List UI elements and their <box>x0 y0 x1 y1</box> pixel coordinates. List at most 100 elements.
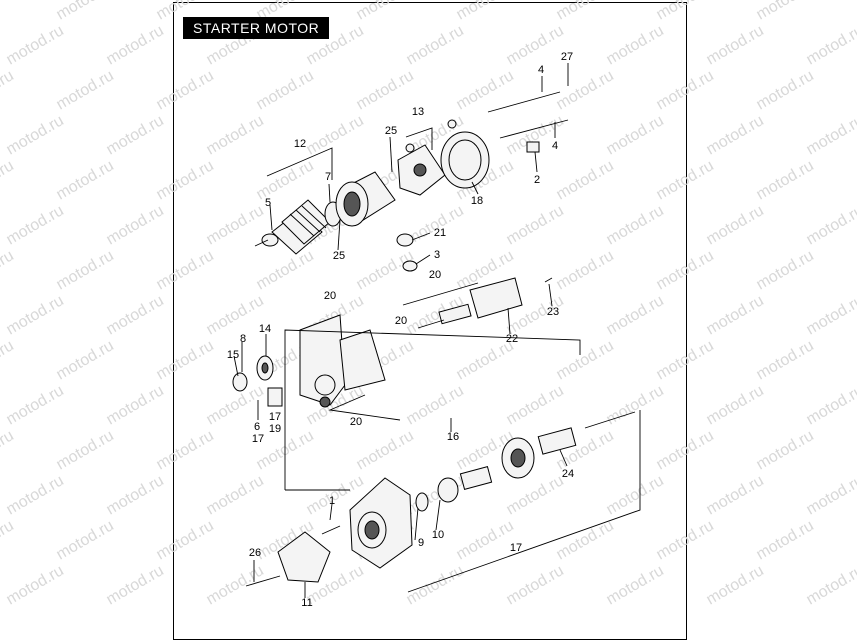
watermark-text: motod.ru <box>354 67 417 113</box>
callout-11: 11 <box>301 597 312 609</box>
watermark-text: motod.ru <box>254 247 317 293</box>
callout-23: 23 <box>547 306 559 318</box>
watermark-text: motod.ru <box>0 517 17 563</box>
watermark-text: motod.ru <box>654 247 717 293</box>
watermark-text: motod.ru <box>604 22 667 68</box>
watermark-text: motod.ru <box>754 0 817 23</box>
watermark-text: motod.ru <box>704 202 767 248</box>
diagram-frame <box>173 2 687 640</box>
field-frame <box>335 171 396 227</box>
watermark-text: motod.ru <box>804 472 857 518</box>
watermark-text: motod.ru <box>704 22 767 68</box>
watermark-text: motod.ru <box>804 562 857 608</box>
watermark-text: motod.ru <box>154 67 217 113</box>
watermark-text: motod.ru <box>654 67 717 113</box>
watermark-text: motod.ru <box>654 337 717 383</box>
watermark-text: motod.ru <box>54 517 117 563</box>
watermark-text: motod.ru <box>654 157 717 203</box>
watermark-text: motod.ru <box>0 247 17 293</box>
drive-spring <box>537 427 577 455</box>
watermark-text: motod.ru <box>654 0 717 23</box>
watermark-text: motod.ru <box>154 157 217 203</box>
watermark-text: motod.ru <box>0 67 17 113</box>
watermark-text: motod.ru <box>754 337 817 383</box>
watermark-text: motod.ru <box>104 562 167 608</box>
watermark-text: motod.ru <box>254 157 317 203</box>
end-cap <box>440 119 490 189</box>
watermark-text: motod.ru <box>604 292 667 338</box>
callout-21: 21 <box>434 227 446 239</box>
watermark-text: motod.ru <box>4 382 67 428</box>
callout-17-a: 17 <box>269 411 281 423</box>
callout-17-b: 17 <box>252 433 264 445</box>
watermark-text: motod.ru <box>704 382 767 428</box>
watermark-text: motod.ru <box>4 472 67 518</box>
watermark-text: motod.ru <box>254 67 317 113</box>
watermark-text: motod.ru <box>504 22 567 68</box>
callout-26: 26 <box>249 547 261 559</box>
watermark-text: motod.ru <box>304 112 367 158</box>
watermark-text: motod.ru <box>504 562 567 608</box>
watermark-text: motod.ru <box>554 517 617 563</box>
callout-20-b: 20 <box>324 290 336 302</box>
watermark-text: motod.ru <box>0 427 17 473</box>
watermark-text: motod.ru <box>754 517 817 563</box>
group-bracket-20 <box>402 282 479 306</box>
watermark-text: motod.ru <box>204 472 267 518</box>
watermark-text: motod.ru <box>54 0 117 23</box>
watermark-text: motod.ru <box>604 562 667 608</box>
diagram-title: STARTER MOTOR <box>183 17 330 39</box>
watermark-text: motod.ru <box>704 112 767 158</box>
watermark-text: motod.ru <box>104 22 167 68</box>
watermark-text: motod.ru <box>204 562 267 608</box>
watermark-text: motod.ru <box>504 472 567 518</box>
callout-16: 16 <box>447 431 459 443</box>
watermark-text: motod.ru <box>154 517 217 563</box>
watermark-text: motod.ru <box>0 337 17 383</box>
callout-27: 27 <box>561 51 573 63</box>
watermark-text: motod.ru <box>804 112 857 158</box>
callout-5: 5 <box>265 197 271 209</box>
watermark-text: motod.ru <box>154 247 217 293</box>
callout-24: 24 <box>562 468 574 480</box>
watermark-text: motod.ru <box>754 247 817 293</box>
watermark-text: motod.ru <box>54 247 117 293</box>
idler-gear <box>256 355 274 381</box>
watermark-text: motod.ru <box>604 202 667 248</box>
watermark-text: motod.ru <box>204 202 267 248</box>
watermark-text: motod.ru <box>54 337 117 383</box>
callout-4-top: 4 <box>538 64 544 76</box>
watermark-text: motod.ru <box>54 157 117 203</box>
watermark-text: motod.ru <box>4 292 67 338</box>
callout-13: 13 <box>412 106 424 118</box>
watermark-text: motod.ru <box>354 427 417 473</box>
callout-15: 15 <box>227 349 239 361</box>
watermark-text: motod.ru <box>754 157 817 203</box>
watermark-text: motod.ru <box>404 382 467 428</box>
watermark-text: motod.ru <box>404 562 467 608</box>
screw <box>526 141 540 153</box>
group-bracket-16 <box>284 329 581 491</box>
bearing <box>232 372 248 392</box>
watermark-text: motod.ru <box>504 202 567 248</box>
watermark-text: motod.ru <box>4 22 67 68</box>
watermark-text: motod.ru <box>804 22 857 68</box>
watermark-text: motod.ru <box>4 562 67 608</box>
watermark-text: motod.ru <box>404 22 467 68</box>
watermark-text: motod.ru <box>104 472 167 518</box>
watermark-text: motod.ru <box>554 337 617 383</box>
watermark-text: motod.ru <box>54 67 117 113</box>
watermark-text: motod.ru <box>0 157 17 203</box>
group-bracket-13 <box>405 127 433 150</box>
watermark-text: motod.ru <box>654 517 717 563</box>
watermark-text: motod.ru <box>104 292 167 338</box>
watermark-text: motod.ru <box>754 67 817 113</box>
group-bracket-17 <box>407 410 641 593</box>
callout-6: 6 <box>254 421 260 433</box>
callout-9: 9 <box>418 537 424 549</box>
retainer <box>415 492 429 512</box>
watermark-text: motod.ru <box>604 112 667 158</box>
leader-lines <box>233 63 569 598</box>
